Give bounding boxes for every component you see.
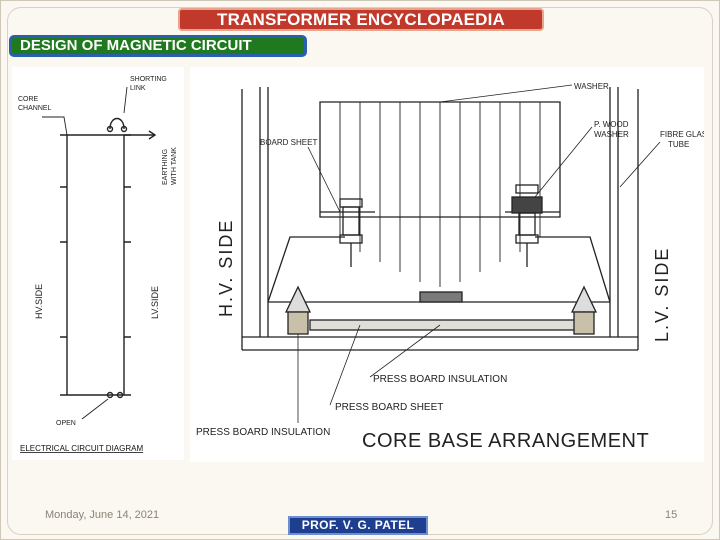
- footer-date: Monday, June 14, 2021: [45, 509, 160, 521]
- open-terminal-right: [116, 391, 124, 399]
- press-board-sheet-label: PRESS BOARD SHEET: [335, 402, 443, 413]
- core-channel-left: [60, 134, 68, 396]
- slide-subtitle: DESIGN OF MAGNETIC CIRCUIT: [9, 35, 307, 57]
- left-bolt-nut: [339, 234, 363, 244]
- base-plate: [242, 336, 638, 351]
- board-sheet-label: BOARD SHEET: [260, 138, 317, 147]
- footer-author: PROF. V. G. PATEL: [288, 516, 428, 535]
- right-bolt-body: [518, 212, 536, 236]
- insulation-leader-1: [369, 324, 441, 378]
- clamp-frame: [267, 236, 611, 303]
- shorting-link-leader: [123, 86, 128, 114]
- p-wood-washer-leader: [534, 126, 593, 198]
- tank-walls: [241, 89, 639, 350]
- core-channel-right: [123, 134, 131, 396]
- earthing-arrow: [148, 130, 157, 140]
- open-leader: [81, 398, 109, 420]
- with-tank-label: WITH TANK: [171, 147, 178, 185]
- electrical-circuit-diagram: CORE CHANNEL SHORTING LINK EARTHING WITH…: [18, 76, 178, 453]
- hv-side-right-label: H.V. SIDE: [216, 219, 236, 317]
- left-bolt-head: [339, 198, 363, 208]
- left-bolt-body: [342, 206, 360, 236]
- left-cone-support: [284, 285, 312, 313]
- board-sheet-bottom-leader: [329, 324, 361, 406]
- core-laminations: [339, 102, 541, 287]
- shorting-link-terminal-left: [106, 125, 114, 133]
- core-base-arrangement-panel: WASHER P. WOOD WASHER FIBRE GLASS TUBE B…: [190, 67, 712, 462]
- page-number: 15: [665, 509, 678, 521]
- core-base-arrangement-diagram: WASHER P. WOOD WASHER FIBRE GLASS TUBE B…: [196, 82, 712, 452]
- hv-side-label: HV.SIDE: [34, 284, 44, 319]
- electrical-circuit-diagram-panel: CORE CHANNEL SHORTING LINK EARTHING WITH…: [12, 67, 184, 460]
- fibre-glass-leader: [619, 141, 661, 188]
- open-label: OPEN: [56, 420, 76, 427]
- open-terminal-left: [106, 391, 114, 399]
- channel-label: CHANNEL: [18, 105, 52, 112]
- right-diagram-caption: CORE BASE ARRANGEMENT: [362, 430, 649, 452]
- core-channel-leader: [42, 116, 68, 136]
- core-channel-ribs-right: [124, 186, 131, 338]
- p-wood-washer: [511, 196, 543, 214]
- washer-label: WASHER: [574, 82, 609, 91]
- right-bolt-head: [515, 184, 539, 194]
- link-label: LINK: [130, 85, 146, 92]
- slide-title: TRANSFORMER ENCYCLOPAEDIA: [178, 8, 544, 31]
- fibre-glass-label: FIBRE GLASS: [660, 130, 704, 139]
- board-sheet-leader: [307, 146, 341, 213]
- lv-side-label: LV.SIDE: [150, 286, 160, 319]
- right-support-block: [573, 311, 595, 335]
- hv-fibre-glass-tube: [259, 87, 269, 337]
- press-board-insulation-strip: [309, 319, 581, 331]
- left-support-block: [287, 311, 309, 335]
- core-channel-ribs-left: [60, 186, 67, 338]
- shorting-link-terminal-right: [120, 125, 128, 133]
- tube-label: TUBE: [668, 140, 689, 149]
- earthing-label: EARTHING: [162, 149, 169, 185]
- washer-leader: [439, 84, 573, 103]
- left-diagram-caption: ELECTRICAL CIRCUIT DIAGRAM: [20, 444, 143, 453]
- shorting-label: SHORTING: [130, 76, 167, 83]
- center-block: [419, 291, 463, 303]
- press-board-insulation-label-2: PRESS BOARD INSULATION: [196, 427, 330, 438]
- right-cone-support: [570, 285, 598, 313]
- core-label: CORE: [18, 96, 39, 103]
- p-wood-label: P. WOOD: [594, 120, 629, 129]
- core-yokes: [67, 134, 124, 396]
- right-bolt-nut: [515, 234, 539, 244]
- p-wood-washer-label: WASHER: [594, 130, 629, 139]
- lv-fibre-glass-tube: [609, 87, 619, 337]
- lv-side-right-label: L.V. SIDE: [652, 247, 672, 342]
- press-board-insulation-label-1: PRESS BOARD INSULATION: [373, 374, 507, 385]
